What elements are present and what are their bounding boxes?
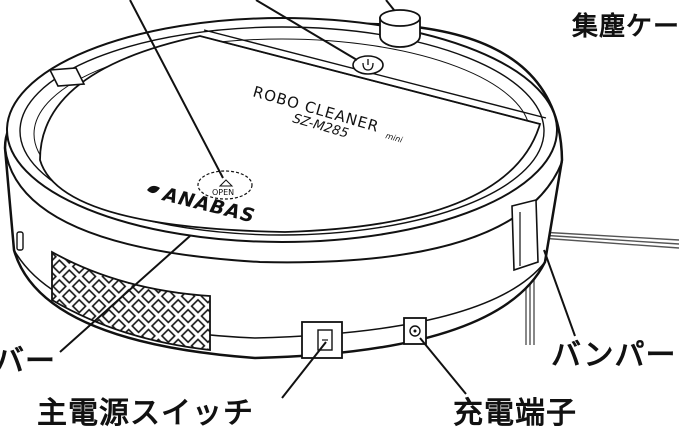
dust-case-knob[interactable] bbox=[379, 9, 421, 48]
label-dust-case: 集塵ケー bbox=[572, 12, 679, 42]
leader-lines bbox=[59, 0, 576, 399]
label-top-cover: バー bbox=[0, 344, 56, 379]
label-main-power-switch: 主電源スイッチ bbox=[37, 396, 254, 431]
open-mark-text: OPEN bbox=[212, 188, 234, 197]
label-charging-terminal: 充電端子 bbox=[453, 396, 577, 431]
bumper-joint-right bbox=[511, 198, 539, 272]
side-brush-right bbox=[539, 231, 679, 249]
charging-terminal bbox=[403, 317, 427, 345]
label-bumper: バンパー bbox=[551, 338, 677, 373]
open-mark[interactable]: OPEN bbox=[197, 170, 253, 200]
main-power-switch[interactable] bbox=[301, 321, 343, 359]
bumper-joint-left bbox=[48, 67, 86, 87]
top-cover[interactable] bbox=[39, 35, 542, 233]
front-grille bbox=[51, 250, 211, 352]
power-button[interactable] bbox=[352, 55, 384, 75]
